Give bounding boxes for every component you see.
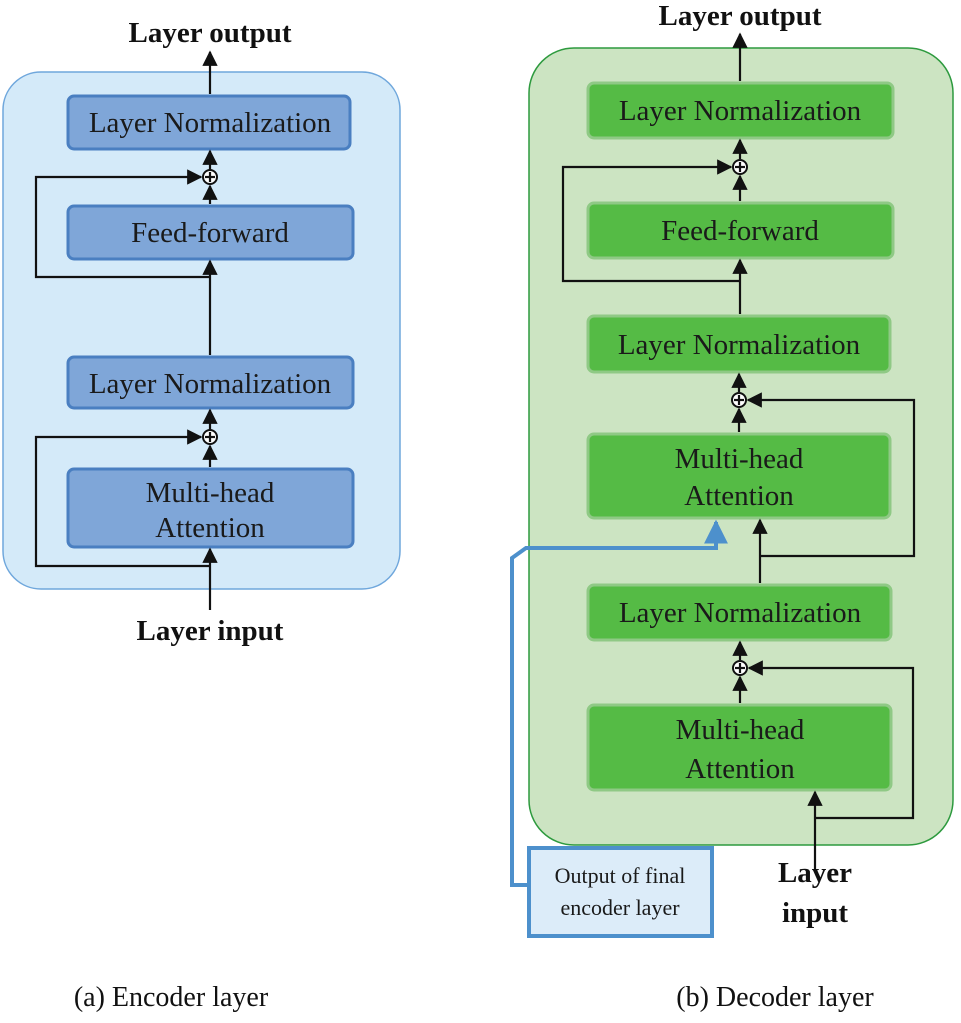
decoder-cross-attention-label-line1: Multi-head	[675, 443, 804, 475]
decoder-add-circle-bottom	[732, 660, 748, 676]
decoder-layernorm-top-box	[586, 81, 895, 140]
encoder-layer: Layer Normalization Feed-forward Layer N…	[2, 17, 401, 1013]
encoder-panel	[2, 71, 401, 590]
encoder-output-label-line1: Output of final	[555, 863, 686, 888]
decoder-feedforward-box	[586, 201, 895, 260]
decoder-layernorm-bottom-box	[586, 583, 893, 642]
encoder-output-cross-arrow	[510, 519, 728, 887]
decoder-output-label: Layer output	[658, 0, 821, 32]
decoder-add-circle-top	[732, 159, 748, 175]
decoder-self-attention-label-line1: Multi-head	[676, 714, 805, 746]
encoder-attention-box	[66, 467, 355, 549]
encoder-add-circle-bottom	[202, 429, 218, 445]
encoder-layernorm-bottom-label: Layer Normalization	[89, 368, 332, 400]
encoder-feedforward-box	[66, 204, 355, 261]
decoder-layer: Layer Normalization Feed-forward Layer N…	[510, 0, 954, 1013]
encoder-input-label: Layer input	[137, 615, 284, 647]
encoder-connections	[34, 50, 218, 610]
encoder-layernorm-top-label: Layer Normalization	[89, 107, 332, 139]
encoder-layernorm-top-box	[66, 94, 352, 151]
decoder-self-attention-box	[586, 703, 893, 792]
encoder-layernorm-bottom-box	[66, 355, 355, 410]
decoder-layernorm-mid-label: Layer Normalization	[618, 329, 861, 361]
decoder-add-circle-mid	[731, 392, 747, 408]
encoder-attention-label-line2: Attention	[155, 512, 265, 544]
decoder-caption: (b) Decoder layer	[676, 982, 874, 1013]
decoder-layernorm-mid-box	[586, 314, 892, 374]
decoder-input-label-line2: input	[782, 897, 848, 929]
encoder-add-circle-top	[202, 169, 218, 185]
encoder-output-label-line2: encoder layer	[560, 895, 680, 920]
decoder-cross-attention-box	[586, 432, 892, 520]
decoder-cross-attention-label-line2: Attention	[684, 480, 794, 512]
encoder-caption: (a) Encoder layer	[74, 982, 269, 1013]
decoder-feedforward-label: Feed-forward	[661, 215, 819, 247]
encoder-output-label: Layer output	[128, 17, 291, 49]
decoder-layernorm-top-label: Layer Normalization	[619, 95, 862, 127]
decoder-layernorm-bottom-label: Layer Normalization	[619, 597, 862, 629]
decoder-connections	[561, 32, 916, 870]
decoder-self-attention-label-line2: Attention	[685, 753, 795, 785]
encoder-output-box	[527, 846, 714, 938]
decoder-input-label-line1: Layer	[778, 857, 852, 889]
encoder-attention-label-line1: Multi-head	[146, 477, 275, 509]
encoder-feedforward-label: Feed-forward	[131, 217, 289, 249]
